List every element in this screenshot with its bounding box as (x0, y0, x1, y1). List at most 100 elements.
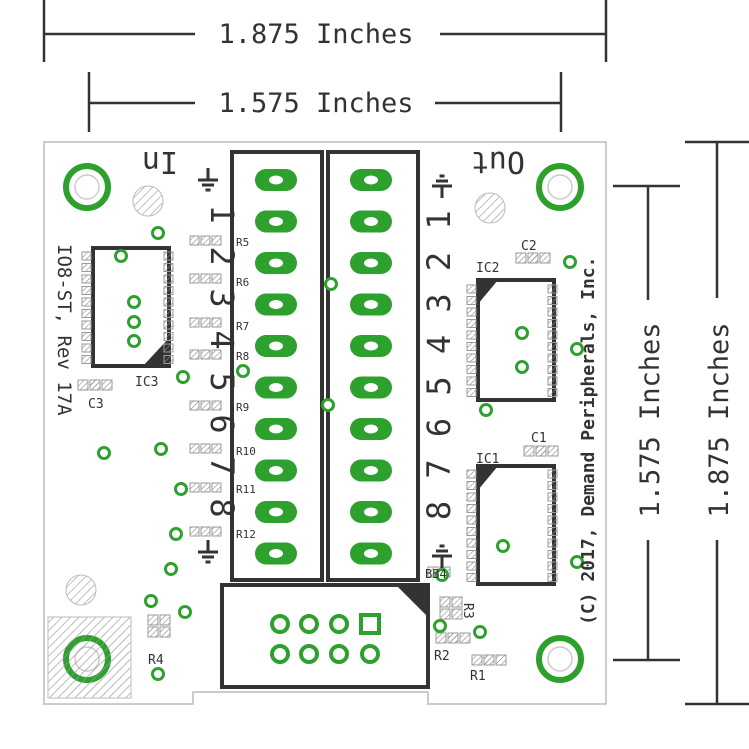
r3-pads (439, 608, 451, 620)
ic-pad (547, 504, 558, 513)
via (144, 594, 158, 608)
via (321, 398, 335, 412)
mounting-hole-bottom-right (536, 635, 584, 683)
output-channel-number: 5 (420, 376, 458, 395)
fiducial-bottom-left (65, 574, 97, 606)
via (236, 364, 250, 378)
r4-label: R4 (148, 653, 164, 668)
terminal-pad-hole (364, 217, 378, 226)
ic-pad (547, 376, 558, 386)
resistor-pad (200, 400, 211, 411)
resistor-pad (211, 317, 222, 328)
fiducial-top-right (474, 192, 506, 224)
ic-pad (163, 263, 174, 272)
r3-pads (439, 596, 451, 608)
ic-pad (466, 296, 477, 305)
output-channel-number: 4 (420, 335, 458, 354)
ground-icon (198, 168, 218, 192)
ic-pad (547, 330, 558, 340)
input-channel-number: 8 (203, 498, 241, 517)
output-channel-number: 6 (420, 418, 458, 437)
header-pin (299, 644, 319, 664)
terminal-pad-hole (364, 424, 378, 434)
via (127, 295, 141, 309)
via (174, 482, 188, 496)
resistor-pad (211, 443, 222, 454)
board-outline (43, 141, 607, 705)
terminal-pads-out (350, 169, 392, 565)
c3-pads (77, 379, 89, 391)
ic-pad (466, 388, 477, 397)
ic-pad (547, 492, 558, 502)
terminal-pad-hole (364, 341, 378, 351)
ground-symbols (198, 168, 452, 568)
ic-pad (466, 538, 477, 548)
via (114, 249, 128, 263)
terminal-pad-hole (269, 341, 283, 351)
ic-pad (547, 284, 558, 294)
ground-icon (432, 174, 452, 198)
terminal-pad-hole (364, 258, 378, 268)
ic-pad (81, 320, 92, 330)
via (570, 555, 584, 569)
ic-pad (466, 469, 477, 479)
ic-pad (547, 527, 558, 536)
ic-pad (466, 515, 477, 525)
output-channel-number: 2 (420, 252, 458, 271)
via (433, 619, 447, 633)
resistor-pad (189, 235, 200, 246)
ground-icon (198, 540, 218, 564)
terminal-pad-hole (269, 258, 283, 268)
ic-pad (466, 284, 477, 294)
top-dimension-inner: 1.575 Inches (87, 72, 563, 132)
mounting-hole-top-left (63, 163, 111, 211)
ic-pad (547, 469, 558, 479)
output-channel-number: 7 (420, 459, 458, 478)
header-pin (329, 614, 349, 634)
ic-pad (547, 342, 558, 351)
via (324, 277, 338, 291)
resistor-pad (211, 235, 222, 246)
terminal-pad-hole (269, 383, 283, 392)
via (151, 667, 165, 681)
resistor-pad (200, 443, 211, 454)
resistor-pad (211, 273, 222, 284)
via (435, 568, 449, 582)
board-name-label: IO8-ST, Rev 17A (53, 244, 75, 416)
ic-pad (466, 376, 477, 386)
ic2-footprint (466, 278, 558, 402)
via (127, 315, 141, 329)
resistor-pad (200, 526, 211, 537)
r2-label: R2 (434, 649, 450, 664)
ic-pad (81, 355, 92, 364)
ic-pad (81, 297, 92, 307)
c2-label: C2 (521, 239, 537, 254)
terminal-pad-hole (364, 549, 378, 558)
terminal-pad-hole (364, 507, 378, 517)
ic-pad (466, 573, 477, 582)
ic-pad (547, 561, 558, 571)
r1-label: R1 (470, 669, 486, 684)
ic1-label: IC1 (476, 452, 499, 467)
ic-pad (547, 296, 558, 305)
ic-pad (466, 342, 477, 351)
ic-pad (163, 274, 174, 284)
resistor-pad (211, 400, 222, 411)
input-channel-number: 3 (203, 288, 241, 307)
fiducial-top-left (132, 185, 164, 217)
ic-pad (466, 550, 477, 559)
ic-pad (81, 274, 92, 284)
r1-pads (471, 654, 483, 666)
mounting-hole-top-right (536, 163, 584, 211)
via-holes (97, 226, 584, 681)
r2-pads (459, 632, 471, 644)
ic-pad (81, 263, 92, 272)
terminal-pad-hole (269, 300, 283, 309)
resistor-pad (200, 349, 211, 360)
resistor-pad (189, 349, 200, 360)
r11-label: R11 (236, 483, 256, 496)
ic-pad (547, 538, 558, 548)
